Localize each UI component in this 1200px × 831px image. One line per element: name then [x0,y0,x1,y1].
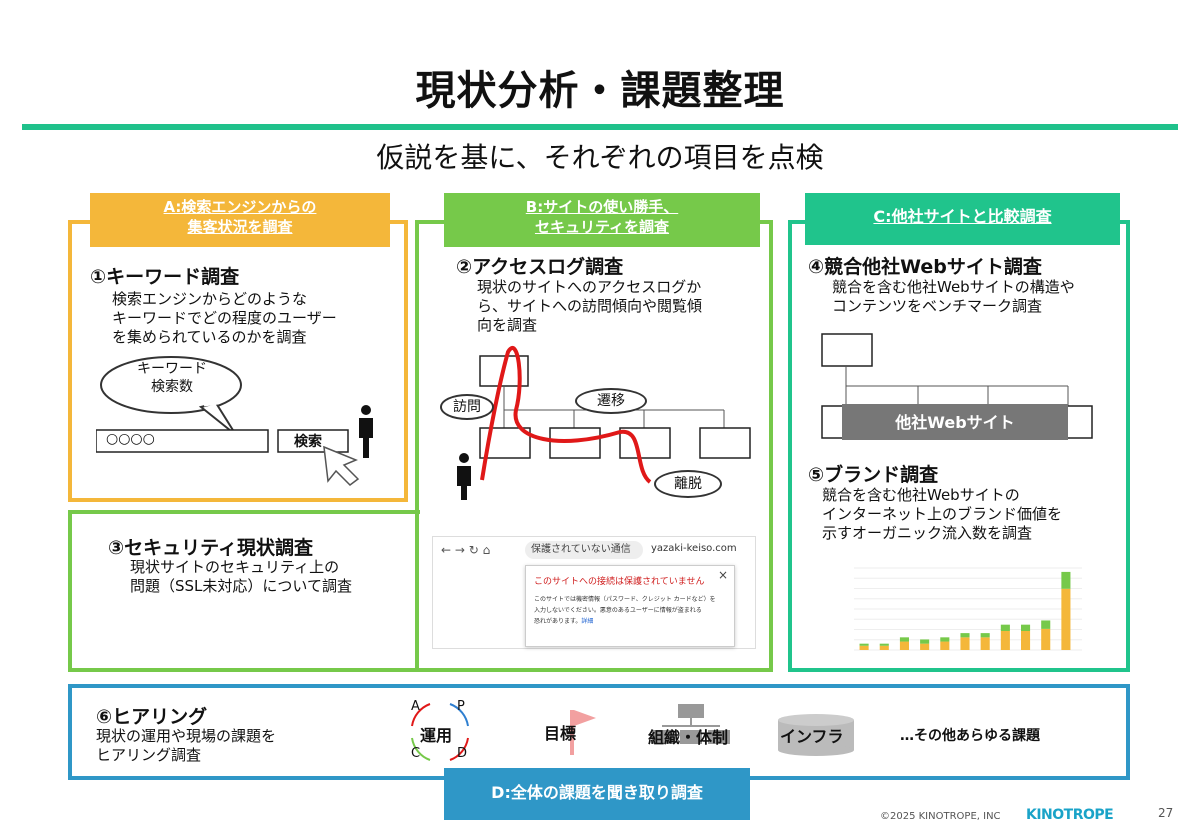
chart-bar-series1 [1041,628,1051,650]
brand-chart [854,567,1082,651]
security-survey-line2: 問題（SSL未対応）について調査 [130,577,352,595]
pdca-c-label: C [411,746,421,761]
hearing-line1: 現状の運用や現場の課題を [96,727,277,745]
chart-bar-series2 [1021,624,1031,632]
chart-bar-series2 [879,643,889,646]
organization-chart-icon [652,704,730,744]
security-warning-chip: 保護されていない通信 [525,541,643,559]
chart-bar-series1 [1000,631,1010,650]
brand-survey-line2: インターネット上のブランド価値を [822,505,1063,523]
goal-topic: 目標 [544,724,577,743]
chart-bar-series1 [940,641,950,650]
pdca-cycle-icon [411,703,469,761]
keyword-survey-line3: を集められているのかを調査 [112,328,307,346]
chart-bar-series2 [859,643,869,646]
hearing-title: ⑥ヒアリング [96,706,208,728]
browser-url: yazaki-keiso.com [651,543,737,554]
chart-bar-series2 [899,637,909,642]
brand-survey-line1: 競合を含む他社Webサイトの [822,486,1020,504]
security-survey-title: ③セキュリティ現状調査 [108,537,313,559]
infra-topic: インフラ [780,727,844,746]
pdca-d-label: D [457,746,468,761]
access-log-line3: 向を調査 [477,316,538,334]
chart-bar-series2 [960,633,970,638]
section-b-tag: B:サイトの使い勝手、セキュリティを調査 [444,193,760,247]
infra-database-icon [778,714,854,756]
keyword-illustration [96,356,373,486]
chart-bar-series1 [920,643,930,650]
section-c-tag: C:他社サイトと比較調査 [805,193,1120,245]
access-log-line2: ら、サイトへの訪問傾向や閲覧傾 [477,297,703,315]
chart-bar-series2 [1000,624,1010,632]
brand-survey-title: ⑤ブランド調査 [808,464,939,486]
other-topics: …その他あらゆる課題 [900,728,1040,744]
goal-flag-icon [570,710,596,755]
section-b-lower-frame [68,510,420,672]
brand-survey-line3: 示すオーガニック流入数を調査 [822,524,1033,542]
transition-bubble: 遷移 [575,388,647,414]
page-number: 27 [1158,806,1174,820]
access-log-line1: 現状のサイトへのアクセスログか [477,278,702,296]
chart-bar-series1 [960,637,970,650]
chart-bar-series2 [940,637,950,642]
operation-topic: 運用 [420,726,453,745]
popup-close-icon[interactable]: × [717,568,728,582]
pdca-p-label: P [457,699,465,714]
section-a-tag: A:検索エンジンからの集客状況を調査 [90,193,390,247]
competitor-site-label: 他社Webサイト [895,413,1015,432]
security-survey-line1: 現状サイトのセキュリティ上の [130,558,340,576]
search-input[interactable]: ○○○○ [106,431,155,447]
competitor-survey-title: ④競合他社Webサイト調査 [808,256,1042,278]
page-subtitle: 仮説を基に、それぞれの項目を点検 [376,141,824,174]
popup-title: このサイトへの接続は保護されていません [534,577,705,587]
exit-bubble: 離脱 [654,470,722,498]
chart-bar-series1 [899,641,909,650]
pdca-a-label: A [411,699,420,714]
chart-bar-series2 [980,633,990,638]
section-d-tag: D:全体の課題を聞き取り調査 [444,768,750,820]
keyword-survey-line1: 検索エンジンからどのような [112,290,308,308]
access-log-diagram [457,346,751,500]
chart-bar-series1 [1061,588,1071,650]
competitor-survey-line2: コンテンツをベンチマーク調査 [832,297,1043,315]
access-log-title: ②アクセスログ調査 [456,256,624,278]
keyword-survey-line2: キーワードでどの程度のユーザー [112,309,337,327]
copyright: ©2025 KINOTROPE, INC [880,811,1001,822]
visit-bubble: 訪問 [440,394,494,420]
security-popup: このサイトへの接続は保護されていません × このサイトでは機密情報（パスワード、… [525,565,735,647]
chart-bar-series1 [859,645,869,650]
keyword-bubble-text: キーワード検索数 [137,361,207,395]
chart-bar-series1 [879,645,889,650]
hearing-line2: ヒアリング調査 [96,746,202,764]
chart-bar-series2 [920,639,930,644]
popup-body: このサイトでは機密情報（パスワード、クレジット カードなど）を入力しないでくださ… [534,596,716,625]
page-title: 現状分析・課題整理 [415,68,785,114]
competitor-survey-line1: 競合を含む他社Webサイトの構造や [832,278,1075,296]
search-button[interactable]: 検索 [294,434,322,450]
browser-nav-icons: ← → ↻ ⌂ [441,543,491,557]
title-divider [22,124,1178,130]
organization-topic: 組織・体制 [648,728,729,747]
brand-logo: KINOTROPE [1026,807,1114,823]
chart-bar-series2 [1041,620,1051,629]
keyword-survey-title: ①キーワード調査 [90,266,240,288]
browser-screenshot: ← → ↻ ⌂ 保護されていない通信 yazaki-keiso.com このサイ… [432,536,756,649]
chart-bar-series1 [1021,631,1031,650]
chart-bar-series2 [1061,571,1071,589]
competitor-sitemap [821,333,1093,440]
chart-bar-series1 [980,637,990,650]
